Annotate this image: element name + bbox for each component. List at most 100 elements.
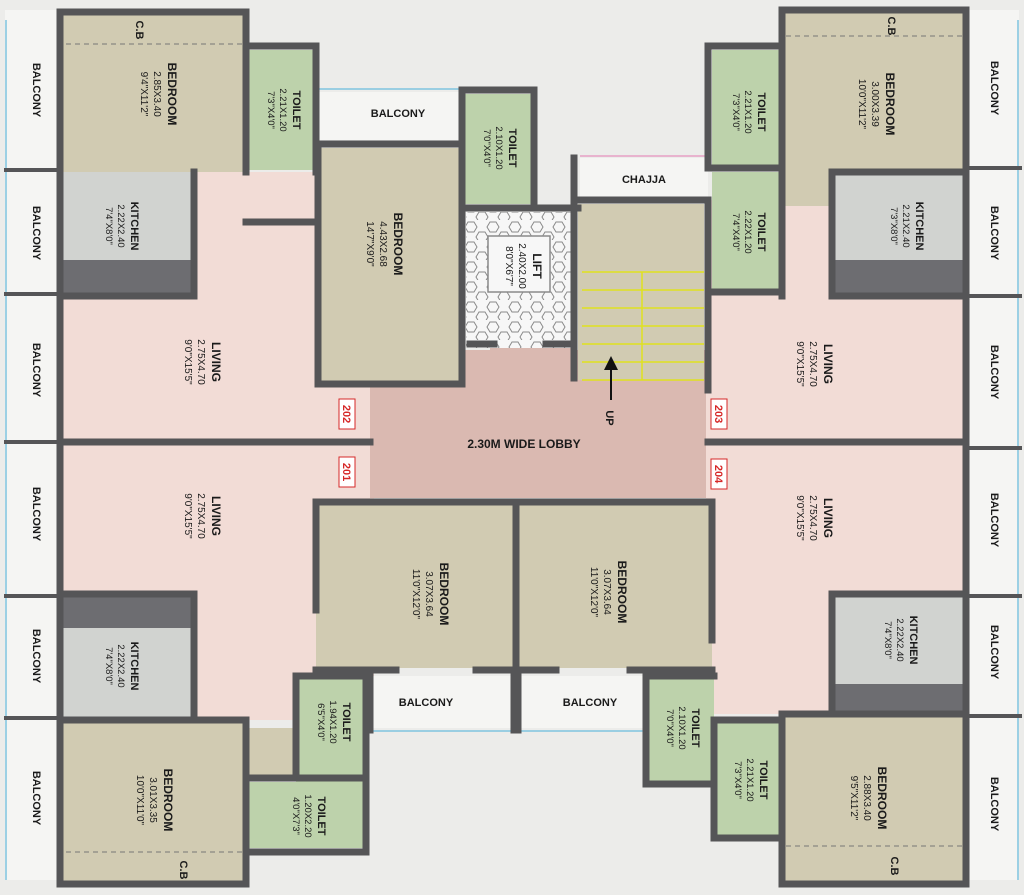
room-dimension-imperial: 7'4"X8'0" (103, 647, 114, 685)
room-dimension-imperial: 7'0"X4'0" (664, 709, 675, 747)
room-dimension: 2.75X4.70 (807, 495, 818, 541)
unit-tag-201: 201 (338, 456, 356, 488)
room-name: LIVING (821, 344, 835, 384)
room-name: BEDROOM (391, 213, 405, 276)
room-dimension-imperial: 7'3"X4'0" (730, 93, 741, 131)
balcony-label: BALCONY (988, 493, 1000, 548)
room-name: KITCHEN (128, 642, 140, 691)
cupboard-label: C.B (888, 857, 900, 876)
walls (56, 6, 970, 888)
room-dimension: 2.85X3.40 (151, 71, 162, 117)
room-living-203: LIVING 2.75X4.70 9'0"X15'5" (794, 341, 835, 387)
room-name: TOILET (315, 797, 327, 836)
room-kitchen-top-left: KITCHEN 2.22X2.40 7'4"X8'0" (103, 202, 140, 251)
unit-tag-204: 204 (710, 458, 728, 490)
room-dimension: 4.43X2.68 (377, 221, 388, 267)
room-dimension-imperial: 8'0"X6'7" (503, 246, 514, 286)
staircase-treads (582, 271, 704, 381)
unit-number: 201 (340, 463, 352, 481)
cupboard-lines (66, 35, 962, 853)
room-dimension-imperial: 6'5"X4'0" (315, 703, 326, 741)
room-dimension: 2.22X2.40 (115, 204, 126, 247)
balcony-separators (4, 166, 1022, 720)
room-name: TOILET (755, 213, 767, 252)
room-bedroom-bottom-right: BEDROOM 2.88X3.40 9'5"X11'2" (848, 767, 889, 830)
room-bedroom-top-right: BEDROOM 3.00X3.39 10'0"X11'2" (856, 73, 897, 136)
cupboard-label: C.B (133, 21, 145, 40)
room-dimension-imperial: 7'4"X8'0" (882, 621, 893, 659)
room-bedroom-top-center: BEDROOM 4.43X2.68 14'7"X9'0" (364, 213, 405, 276)
room-toilet-4: TOILET 2.22X1.20 7'4"X4'0" (730, 210, 767, 253)
room-name: TOILET (689, 709, 701, 748)
room-dimension: 3.07X3.64 (423, 571, 434, 617)
room-kitchen-bottom-left: KITCHEN 2.22X2.40 7'4"X8'0" (103, 642, 140, 691)
room-dimension: 2.22X2.40 (894, 618, 905, 661)
balcony-label: BALCONY (371, 108, 426, 120)
room-bedroom-center-left: BEDROOM 3.07X3.64 11'0"X12'0" (410, 563, 451, 626)
room-dimension-imperial: 9'0"X15'5" (794, 495, 805, 541)
room-name: TOILET (340, 703, 352, 742)
room-dimension-imperial: 7'3"X4'0" (265, 91, 276, 129)
room-dimension-imperial: 9'0"X15'5" (182, 339, 193, 385)
room-kitchen-top-right: KITCHEN 2.21X2.40 7'3"X8'0" (888, 202, 925, 251)
room-name: TOILET (290, 91, 302, 130)
room-dimension-imperial: 10'0"X11'2" (856, 79, 867, 130)
room-dimension: 2.21X2.40 (900, 204, 911, 247)
stair-up-label: UP (603, 410, 615, 425)
room-dimension: 2.40X2.00 (516, 243, 527, 289)
room-dimension: 3.01X3.35 (147, 777, 158, 823)
room-dimension: 2.75X4.70 (807, 341, 818, 387)
room-dimension-imperial: 14'7"X9'0" (364, 221, 375, 267)
cupboard-label: C.B (885, 17, 897, 36)
room-dimension: 1.94X1.20 (327, 700, 338, 743)
room-name: KITCHEN (128, 202, 140, 251)
room-dimension: 2.22X1.20 (742, 210, 753, 253)
room-living-201: LIVING 2.75X4.70 9'0"X15'5" (182, 493, 223, 539)
unit-tag-203: 203 (710, 398, 728, 430)
floor-fills (5, 10, 1019, 882)
room-dimension-imperial: 7'3"X4'0" (732, 761, 743, 799)
room-dimension-imperial: 9'0"X15'5" (182, 493, 193, 539)
balcony-label: BALCONY (988, 777, 1000, 832)
room-name: LIVING (209, 496, 223, 536)
balcony-label: BALCONY (988, 61, 1000, 116)
room-kitchen-bottom-right: KITCHEN 2.22X2.40 7'4"X8'0" (882, 616, 919, 665)
room-name: BEDROOM (161, 769, 175, 832)
room-toilet-3: TOILET 2.21X1.20 7'3"X4'0" (730, 90, 767, 133)
room-dimension: 2.21X1.20 (277, 88, 288, 131)
unit-tag-202: 202 (338, 398, 356, 430)
room-dimension: 2.21X1.20 (742, 90, 753, 133)
room-dimension: 2.21X1.20 (744, 758, 755, 801)
room-dimension-imperial: 7'4"X8'0" (103, 207, 114, 245)
room-dimension-imperial: 10'0"X11'0" (134, 775, 145, 826)
room-dimension: 2.22X2.40 (115, 644, 126, 687)
room-lift: LIFT 2.40X2.00 8'0"X6'7" (503, 243, 544, 289)
room-name: TOILET (755, 93, 767, 132)
unit-number: 204 (712, 465, 724, 484)
room-toilet-2: TOILET 2.10X1.20 7'0"X4'0" (481, 126, 518, 169)
room-bedroom-top-left: BEDROOM 2.85X3.40 9'4"X11'2" (138, 63, 179, 126)
room-toilet-7: TOILET 2.10X1.20 7'0"X4'0" (664, 706, 701, 749)
balcony-label: BALCONY (988, 206, 1000, 261)
room-name: KITCHEN (907, 616, 919, 665)
room-dimension-imperial: 11'0"X12'0" (588, 567, 599, 618)
balcony-label: BALCONY (30, 771, 42, 826)
balcony-label: BALCONY (563, 697, 618, 709)
room-name: KITCHEN (913, 202, 925, 251)
room-dimension-imperial: 4'0"X7'3" (290, 797, 301, 835)
balcony-label: BALCONY (399, 697, 454, 709)
unit-number: 202 (340, 405, 352, 423)
room-dimension-imperial: 11'0"X12'0" (410, 569, 421, 620)
room-toilet-1: TOILET 2.21X1.20 7'3"X4'0" (265, 88, 302, 131)
lobby-label: 2.30M WIDE LOBBY (467, 437, 580, 451)
balcony-label: BALCONY (30, 487, 42, 542)
room-name: TOILET (757, 761, 769, 800)
room-dimension-imperial: 7'0"X4'0" (481, 129, 492, 167)
room-name: BEDROOM (437, 563, 451, 626)
room-dimension-imperial: 9'5"X11'2" (848, 776, 859, 821)
balcony-label: BALCONY (988, 345, 1000, 400)
room-dimension: 2.10X1.20 (676, 706, 687, 749)
room-dimension-imperial: 9'4"X11'2" (138, 72, 149, 117)
balcony-label: BALCONY (30, 629, 42, 684)
room-dimension: 2.10X1.20 (493, 126, 504, 169)
